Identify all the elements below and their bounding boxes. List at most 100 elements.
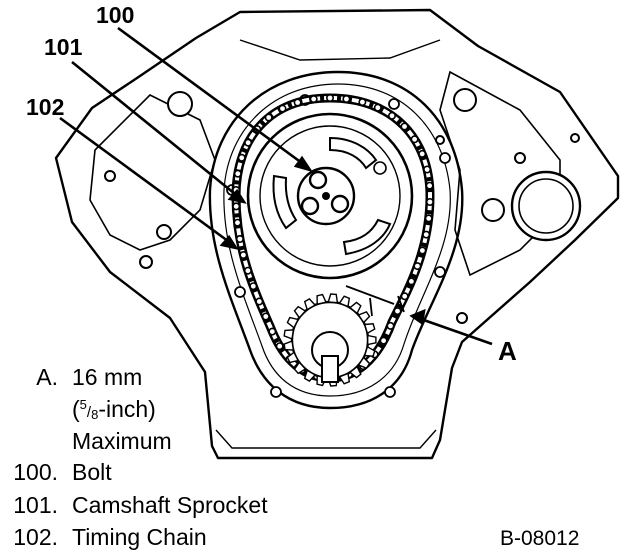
sprocket-slot-top <box>329 136 378 170</box>
leader-101 <box>71 60 241 200</box>
sprocket-slot-bottom <box>342 218 392 256</box>
chain-link-pin <box>232 202 241 211</box>
sprocket-tooth <box>363 345 376 357</box>
block-contour-lower <box>215 429 437 449</box>
sprocket-tooth <box>357 311 371 324</box>
chain-link-pin <box>413 262 422 271</box>
chain-link-pin <box>423 165 432 174</box>
legend-key-101: 101. <box>13 492 58 518</box>
callout-101: 101 <box>44 34 83 60</box>
engine-block-outline <box>54 8 620 460</box>
chain-link-pin <box>243 266 252 275</box>
chain-link-pin <box>233 218 242 227</box>
chain-link-pin <box>261 312 270 321</box>
block-bolt-holes <box>104 88 580 324</box>
legend-item-A-fraction: (5/8-inch) <box>72 396 156 422</box>
legend-key-100: 100. <box>13 459 58 485</box>
slack-measure-line-1 <box>345 285 395 305</box>
chain-link-pin <box>386 321 395 330</box>
legend-item-101: 101. Camshaft Sprocket <box>0 494 340 520</box>
chain-link-pin <box>418 149 427 158</box>
callout-leaders <box>59 26 493 346</box>
chain-link-pin <box>244 138 253 147</box>
sprocket-tooth <box>348 301 362 315</box>
chain-link-pin <box>424 214 433 223</box>
timing-cover-outline <box>208 70 464 410</box>
chain-link-pin <box>425 198 434 207</box>
callout-100: 100 <box>96 2 135 28</box>
bolt-icon <box>330 194 350 214</box>
crank-sprocket-teeth <box>283 293 377 387</box>
chain-link-pin <box>373 103 382 112</box>
sprocket-tooth <box>357 356 371 369</box>
chain-link-pin <box>275 342 284 351</box>
legend-item-A: A. 16 mm <box>0 366 340 392</box>
camshaft-sprocket-rim <box>259 125 401 267</box>
chain-link-pin <box>237 153 246 162</box>
frac-numerator: 5 <box>79 397 87 412</box>
sprocket-tooth <box>286 316 300 329</box>
chain-link-pin <box>325 94 334 103</box>
sprocket-tooth <box>367 334 377 346</box>
chain-link-pin <box>235 235 244 244</box>
chain-link-pin <box>249 282 258 291</box>
chain-link-pin <box>418 246 427 255</box>
sprocket-tooth <box>283 329 295 340</box>
sprocket-tooth <box>363 323 376 335</box>
sprocket-tooth <box>316 293 327 306</box>
leader-A <box>417 316 493 346</box>
sprocket-tooth <box>283 340 295 351</box>
chain-link-pin <box>400 122 409 131</box>
callout-102: 102 <box>26 94 65 120</box>
chain-link-pin <box>268 327 277 336</box>
frac-open: ( <box>72 396 80 422</box>
legend-value-102: Timing Chain <box>72 524 207 550</box>
leader-100 <box>117 26 307 168</box>
chain-link-pin <box>358 98 367 107</box>
slack-measure-line-2 <box>369 297 373 317</box>
chain-link-pin <box>342 95 351 104</box>
water-pump-boss <box>510 170 582 242</box>
chain-link-pin <box>400 292 409 301</box>
chain-link-pin <box>233 169 242 178</box>
block-contour-left <box>89 94 216 251</box>
sprocket-tooth <box>327 293 339 304</box>
sprocket-tooth <box>338 295 351 308</box>
crankshaft-key <box>321 355 339 383</box>
legend-value-101: Camshaft Sprocket <box>72 492 268 518</box>
sprocket-slot-left <box>272 174 298 230</box>
legend-value-100: Bolt <box>72 459 112 485</box>
arrow-head-A <box>409 308 426 326</box>
slack-measure-tick <box>397 295 405 313</box>
chain-link-pin <box>422 230 431 239</box>
arrow-head-100 <box>293 155 314 173</box>
frac-slash: / <box>86 404 92 421</box>
chain-link-pin <box>255 297 264 306</box>
chain-link-pin <box>293 98 302 107</box>
sprocket-tooth <box>348 365 362 379</box>
chain-link-pin <box>309 95 318 104</box>
sprocket-tooth <box>293 361 307 375</box>
timing-cover-inner <box>223 83 451 397</box>
block-contour-top <box>239 39 441 61</box>
chain-link-pin <box>278 104 287 113</box>
callout-A: A <box>498 336 517 366</box>
leader-102 <box>59 116 233 246</box>
bolt-icon <box>300 196 320 216</box>
chain-link-pin <box>407 277 416 286</box>
arrow-head-102 <box>219 234 239 250</box>
chain-link-pin <box>425 181 434 190</box>
legend-key-102: 102. <box>13 524 58 550</box>
sprocket-timing-mark <box>373 161 387 175</box>
legend-item-102: 102. Timing Chain <box>0 526 340 552</box>
chain-link-pin <box>387 111 396 120</box>
legend-value-A: 16 mm <box>72 364 143 390</box>
sprocket-tooth <box>286 351 300 364</box>
hub-center-dowel <box>322 192 330 200</box>
bolt-icon <box>308 170 328 190</box>
sprocket-tooth <box>303 369 317 382</box>
sprocket-tooth <box>338 372 351 385</box>
chain-link-pin <box>410 135 419 144</box>
